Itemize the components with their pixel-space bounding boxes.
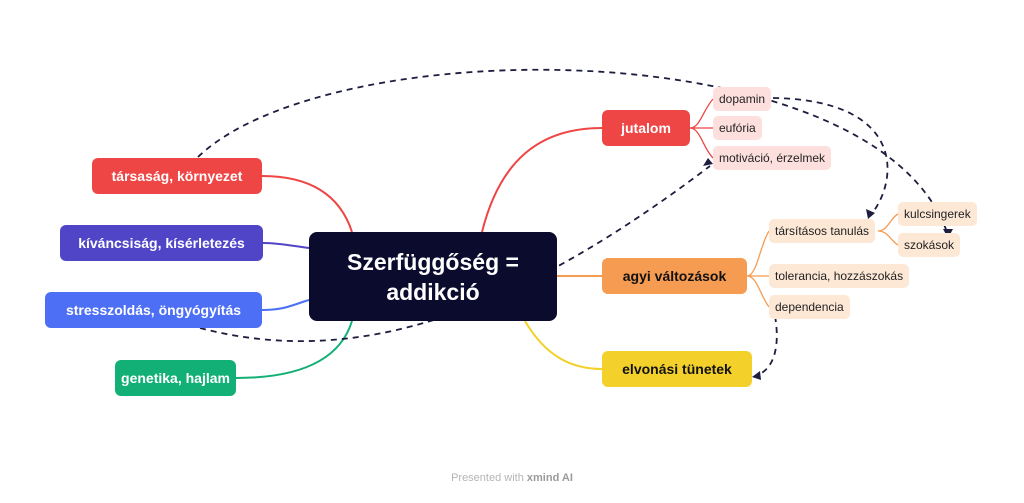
subtopic-motivacio[interactable]: motiváció, érzelmek xyxy=(713,146,832,170)
subtopic-euforia[interactable]: eufória xyxy=(713,116,762,140)
central-topic-line-1: Szerfüggőség = xyxy=(347,248,519,275)
footer-attribution: Presented with xmind AI xyxy=(0,472,1024,484)
link-agyi-children xyxy=(746,230,770,308)
subtopic-euforia-label: eufória xyxy=(719,121,756,135)
link-stresszoldas xyxy=(261,299,310,311)
dashed-dependencia-to-elvonasi xyxy=(754,315,778,377)
link-tarsitasos-children xyxy=(877,213,899,246)
subtopic-dependencia-label: dependencia xyxy=(775,300,844,314)
subtopic-tarsitasos-tanulas[interactable]: társításos tanulás xyxy=(769,219,876,243)
topic-kivancsisag-label: kíváncsiság, kísérletezés xyxy=(78,235,245,251)
subtopic-szokasok-label: szokások xyxy=(904,238,955,252)
topic-elvonasi-tunetek-label: elvonási tünetek xyxy=(622,361,732,377)
topic-kivancsisag[interactable]: kíváncsiság, kísérletezés xyxy=(60,225,263,261)
topic-agyi-valtozasok-label: agyi változások xyxy=(622,268,727,284)
topic-stresszoldas[interactable]: stresszoldás, öngyógyítás xyxy=(45,292,262,328)
link-tarsasag xyxy=(261,175,353,233)
dashed-dopamin-to-tarsitasos xyxy=(772,97,889,217)
footer-brand: xmind AI xyxy=(526,472,573,484)
topic-jutalom-label: jutalom xyxy=(621,120,671,136)
subtopic-kulcsingerek[interactable]: kulcsingerek xyxy=(898,202,977,226)
arrow-head-euforia xyxy=(703,158,713,166)
topic-stresszoldas-label: stresszoldás, öngyógyítás xyxy=(65,302,242,318)
topic-elvonasi-tunetek[interactable]: elvonási tünetek xyxy=(602,351,752,387)
topic-tarsasag[interactable]: társaság, környezet xyxy=(92,158,262,194)
link-jutalom-children xyxy=(689,98,714,159)
subtopic-dependencia[interactable]: dependencia xyxy=(769,295,850,319)
subtopic-dopamin-label: dopamin xyxy=(719,92,766,106)
subtopic-dopamin[interactable]: dopamin xyxy=(713,87,772,111)
subtopic-szokasok[interactable]: szokások xyxy=(898,233,961,257)
arrow-head-tarsitasos xyxy=(866,209,875,219)
dashed-tarsasag-to-szokasok xyxy=(197,68,949,236)
topic-genetika-label: genetika, hajlam xyxy=(121,370,230,386)
link-elvonasi xyxy=(524,320,603,370)
subtopic-tarsitasos-tanulas-label: társításos tanulás xyxy=(775,224,870,238)
subtopic-motivacio-label: motiváció, érzelmek xyxy=(719,151,826,165)
topic-agyi-valtozasok[interactable]: agyi változások xyxy=(602,258,747,294)
topic-tarsasag-label: társaság, környezet xyxy=(111,168,243,184)
central-topic-line-2: addikció xyxy=(386,278,480,305)
subtopic-tolerancia-label: tolerancia, hozzászokás xyxy=(775,269,904,283)
footer-prefix: Presented with xyxy=(451,472,524,484)
subtopic-kulcsingerek-label: kulcsingerek xyxy=(904,207,971,221)
link-genetika xyxy=(235,320,353,379)
central-topic[interactable]: Szerfüggőség = addikció xyxy=(309,232,557,321)
link-kivancsisag xyxy=(262,242,310,249)
subtopic-tolerancia[interactable]: tolerancia, hozzászokás xyxy=(769,264,910,288)
topic-jutalom[interactable]: jutalom xyxy=(602,110,690,146)
arrow-head-elvonasi xyxy=(752,371,761,380)
topic-genetika[interactable]: genetika, hajlam xyxy=(115,360,236,396)
link-jutalom xyxy=(481,127,603,233)
